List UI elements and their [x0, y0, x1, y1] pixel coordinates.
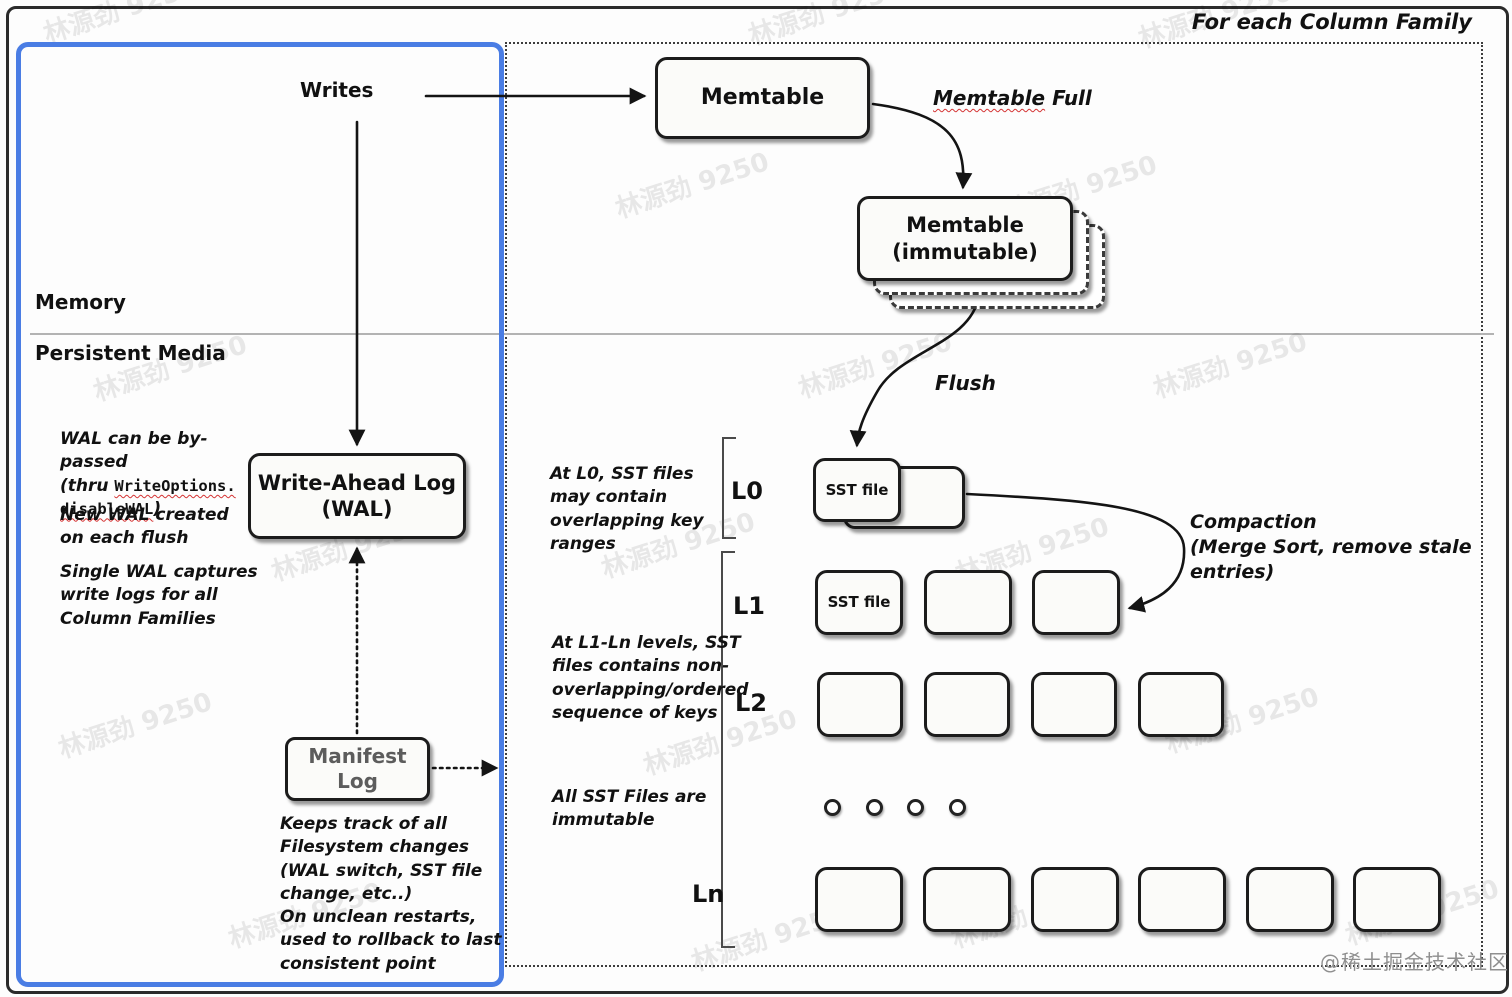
flush-label: Flush: [935, 371, 996, 395]
sst-box-ln-6: [1353, 867, 1441, 932]
single-wal-note: Single WAL captures write logs for all C…: [60, 562, 258, 629]
wal-bypass-note: WAL can be by-passed (thru WriteOptions.…: [60, 429, 236, 520]
sst-box-l2-4: [1138, 672, 1224, 737]
sst-box-l1-2: [924, 570, 1012, 635]
memtable-box: Memtable: [655, 57, 870, 139]
memtable-full-label: Memtable Full: [933, 86, 1092, 110]
outer-frame: [6, 6, 1509, 994]
l1-ln-bracket: [721, 551, 735, 948]
sst-file-box-l1: SST file: [815, 570, 903, 635]
sst-box-ln-2: [923, 867, 1011, 932]
memory-persistent-divider: [30, 333, 1494, 335]
ellipsis-circle: [866, 799, 883, 816]
manifest-restart-note: On unclean restarts, used to rollback to…: [280, 907, 502, 974]
compaction-label: Compaction (Merge Sort, remove stale ent…: [1190, 511, 1472, 584]
memory-persistent-region: [16, 42, 504, 987]
l1-ln-note: At L1-Ln levels, SST files contains non-…: [552, 633, 749, 724]
ellipsis-circle: [949, 799, 966, 816]
sst-box-ln-1: [815, 867, 903, 932]
sst-box-ln-5: [1246, 867, 1334, 932]
new-wal-note: New WAL created on each flush: [60, 505, 229, 549]
l1-label: L1: [733, 592, 765, 620]
ellipsis-circle: [907, 799, 924, 816]
sst-box-l2-2: [924, 672, 1010, 737]
l0-label: L0: [731, 477, 763, 505]
memtable-immutable-box: Memtable (immutable): [857, 196, 1073, 281]
persistent-media-label: Persistent Media: [35, 341, 226, 365]
sst-box-ln-4: [1138, 867, 1226, 932]
credit-watermark: @稀土掘金技术社区: [1320, 950, 1509, 974]
column-family-region: [505, 42, 1483, 967]
l2-label: L2: [735, 689, 767, 717]
l0-note: At L0, SST files may contain overlapping…: [550, 464, 704, 555]
sst-file-box-l0: SST file: [813, 458, 901, 522]
manifest-tracks-note: Keeps track of all Filesystem changes (W…: [280, 814, 483, 905]
memory-label: Memory: [35, 290, 126, 314]
sst-box-l2-3: [1031, 672, 1117, 737]
region-label: For each Column Family: [1191, 10, 1472, 34]
ellipsis-circle: [824, 799, 841, 816]
sst-box-ln-3: [1031, 867, 1119, 932]
immutable-note: All SST Files are immutable: [552, 787, 707, 831]
sst-box-l1-3: [1032, 570, 1120, 635]
sst-box-l2-1: [817, 672, 903, 737]
ln-label: Ln: [692, 880, 725, 908]
wal-box: Write-Ahead Log (WAL): [248, 453, 466, 539]
manifest-log-box: Manifest Log: [285, 737, 430, 801]
writes-label: Writes: [300, 78, 374, 102]
l0-bracket: [722, 437, 736, 539]
